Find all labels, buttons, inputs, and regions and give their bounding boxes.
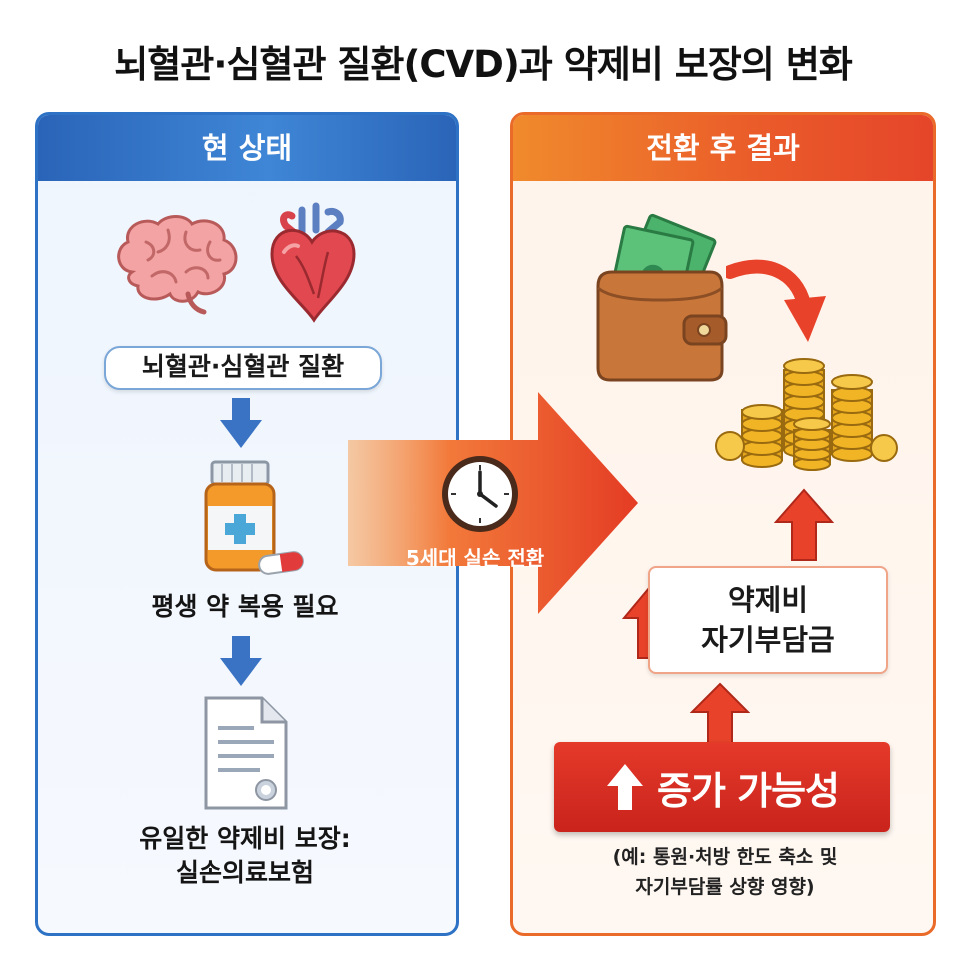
- example-note: (예: 통원·처방 한도 축소 및 자기부담률 상향 영향): [560, 842, 890, 902]
- up-arrow-icon: [690, 682, 750, 744]
- up-arrow-icon: [774, 488, 834, 561]
- increase-banner: 증가 가능성: [554, 742, 890, 832]
- clock-icon: [442, 456, 518, 532]
- note-line-2: 자기부담률 상향 영향): [635, 876, 815, 898]
- curved-arrow-icon: [726, 259, 826, 342]
- page-title: 뇌혈관·심혈관 질환(CVD)과 약제비 보장의 변화: [114, 43, 853, 86]
- coverage-line-2: 실손의료보험: [175, 858, 314, 887]
- document-icon: [204, 696, 288, 810]
- heart-icon: [270, 202, 356, 323]
- medicine-bottle-icon: [204, 460, 276, 572]
- cost-line-1: 약제비: [727, 583, 809, 617]
- current-state-header: 현 상태: [38, 115, 456, 181]
- coverage-line-1: 유일한 약제비 보장:: [139, 824, 351, 853]
- wallet-icon: [596, 213, 728, 382]
- increase-label: 증가 가능성: [656, 768, 840, 813]
- down-arrow-icon: [220, 398, 262, 448]
- result-header: 전환 후 결과: [513, 115, 933, 181]
- coverage-label: 유일한 약제비 보장: 실손의료보험: [90, 822, 400, 890]
- pill-capsule-icon: [258, 551, 304, 575]
- down-arrow-icon: [220, 636, 262, 686]
- up-arrow-icon: [606, 764, 643, 810]
- transition-label: 5세대 실손 전환: [405, 546, 545, 570]
- self-pay-cost-box: 약제비 자기부담금: [648, 566, 888, 674]
- note-line-1: (예: 통원·처방 한도 축소 및: [612, 846, 838, 868]
- disease-label: 뇌혈관·심혈관 질환: [104, 346, 382, 390]
- brain-icon: [117, 215, 238, 315]
- coins-icon: [715, 358, 898, 471]
- cost-line-2: 자기부담금: [701, 623, 835, 657]
- medication-label: 평생 약 복용 필요: [151, 592, 339, 621]
